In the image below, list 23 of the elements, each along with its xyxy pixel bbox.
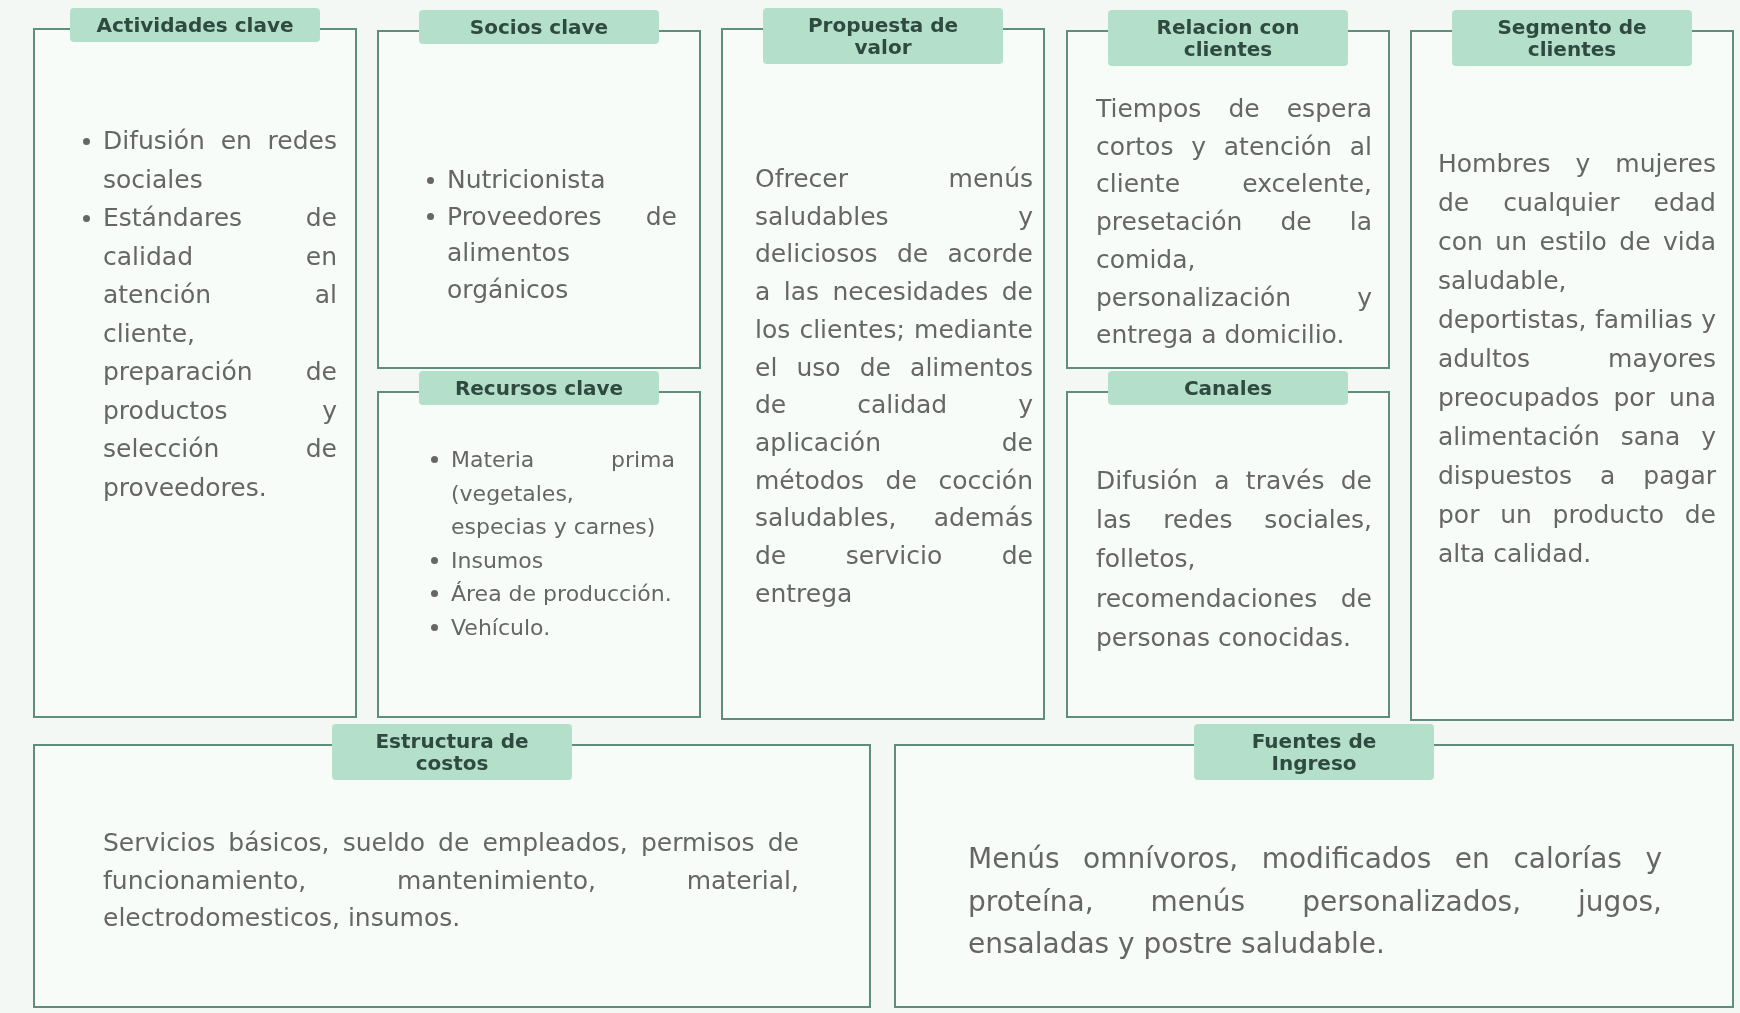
section-heading: Propuesta de valor [763,8,1003,64]
bullet-text: Vehículo. [451,614,551,640]
section-heading: Canales [1108,371,1348,405]
section-heading: Segmento de clientes [1452,10,1692,66]
bullet-text: Estándares de calidad en atención al cliente, preparación de productos y selección de proveedores. [103,203,337,502]
body-text: Tiempos de espera cortos y atención al cliente excelente, presetación de la comida, personalización y entrega a domicilio. [1096,93,1372,352]
section-heading: Actividades clave [70,8,320,42]
bullet-text: Difusión en redes sociales [103,126,337,194]
body-text: Menús omnívoros, modificados en calorías y proteína, menús personalizados, jugos, ensaladas y postre saludable. [968,841,1662,962]
bullet-text: Área de producción. [451,581,672,606]
section-heading: Estructura de costos [332,724,572,780]
body-text: Difusión a través de las redes sociales, folletos, recomendaciones de personas conocidas. [1096,465,1372,654]
bullet-text: Proveedores de alimentos orgánicos [447,201,677,304]
section-heading: Fuentes de Ingreso [1194,724,1434,780]
section-heading: Relacion con clientes [1108,10,1348,66]
bullet-text: Materia prima (vegetales, especias y carnes) [451,447,675,539]
bullet-text: Insumos [451,547,544,573]
bullet-text: Nutricionista [447,165,606,194]
body-text: Ofrecer menús saludables y deliciosos de acorde a las necesidades de los clientes; mediante el uso de alimentos de calidad y aplicación de métodos de cocción saludables, además de servicio de entrega [755,163,1033,610]
body-text: Servicios básicos, sueldo de empleados, permisos de funcionamiento, mantenimiento, material, electrodomesticos, insumos. [103,827,799,935]
section-heading: Socios clave [419,10,659,44]
section-heading: Recursos clave [419,371,659,405]
body-text: Hombres y mujeres de cualquier edad con un estilo de vida saludable, deportistas, familias y adultos mayores preocupados por una alimentación sana y dispuestos a pagar por un producto de alta calidad. [1438,148,1716,570]
